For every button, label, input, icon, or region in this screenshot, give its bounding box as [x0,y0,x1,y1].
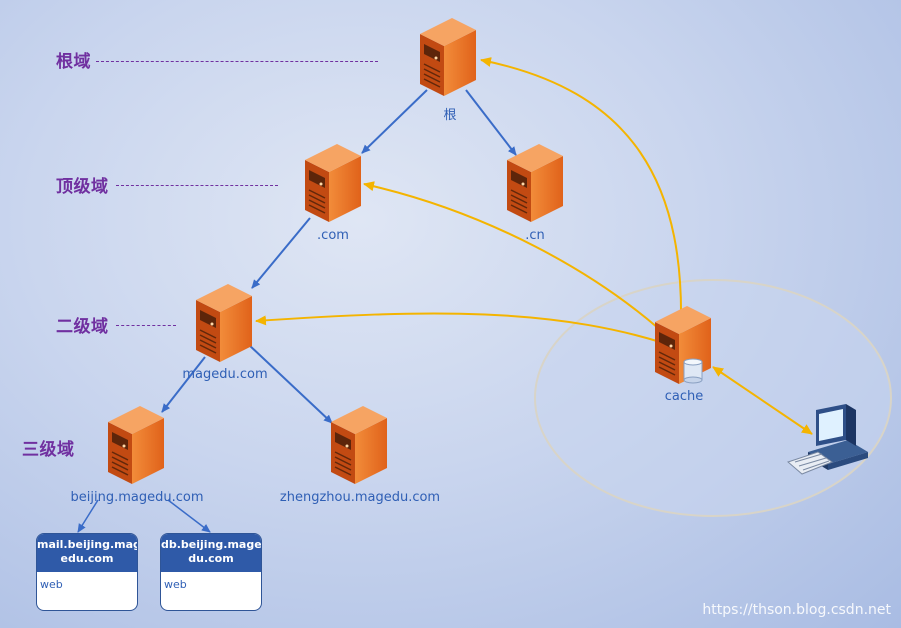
com-server-label: .com [317,228,349,243]
cn-server-label: .cn [525,228,545,243]
zhengzhou-server-label: zhengzhou.magedu.com [279,490,441,505]
cache-to-com-arrow [363,181,683,351]
level-top-divider [116,185,278,186]
com-server-icon [305,144,362,223]
host-card-body: web [40,578,63,591]
host-card-mail: mail.beijing.mag edu.com web [36,533,138,611]
beijing-server-label: beijing.magedu.com [70,490,204,505]
root-server-label: 根 [443,108,457,123]
cache-to-magedu-arrow [255,312,685,351]
root-server-icon [420,18,477,97]
level-root-divider [96,61,378,62]
client-computer-icon [787,404,868,475]
beijing-to-db-arrow [167,499,211,533]
watermark: https://thson.blog.csdn.net [702,602,891,618]
level-top-label: 顶级域 [56,177,109,197]
host-card-body: web [164,578,187,591]
cache-server-label: cache [664,389,704,404]
level-second-label: 二级域 [56,317,109,337]
database-icon [683,358,703,384]
host-card-title-line: edu.com [60,552,114,565]
root-to-com-arrow [361,89,428,154]
com-to-magedu-arrow [251,217,311,289]
root-to-cn-arrow [465,89,517,156]
zhengzhou-server-icon [331,406,388,485]
query-arrows [255,57,813,435]
magedu-to-zhengzhou-arrow [247,343,333,424]
magedu-server-label: magedu.com [182,367,268,382]
magedu-server-icon [196,284,253,363]
host-card-title-line: du.com [188,552,234,565]
beijing-to-mail-arrow [77,499,99,533]
client-cache-arrow [712,366,813,435]
host-card-db: db.beijing.mage du.com web [160,533,262,611]
host-card-title-line: db.beijing.mage [161,538,262,551]
hierarchy-arrows [77,89,517,533]
cn-server-icon [507,144,564,223]
cache-to-root-arrow [480,57,682,349]
magedu-to-beijing-arrow [161,356,206,413]
host-card-title: mail.beijing.mag edu.com [37,534,137,572]
host-card-title: db.beijing.mage du.com [161,534,261,572]
host-card-title-line: mail.beijing.mag [37,538,138,551]
level-root-label: 根域 [56,52,91,72]
beijing-server-icon [108,406,165,485]
level-third-label: 三级域 [22,440,75,460]
cache-zone [534,279,892,517]
level-second-divider [116,325,176,326]
